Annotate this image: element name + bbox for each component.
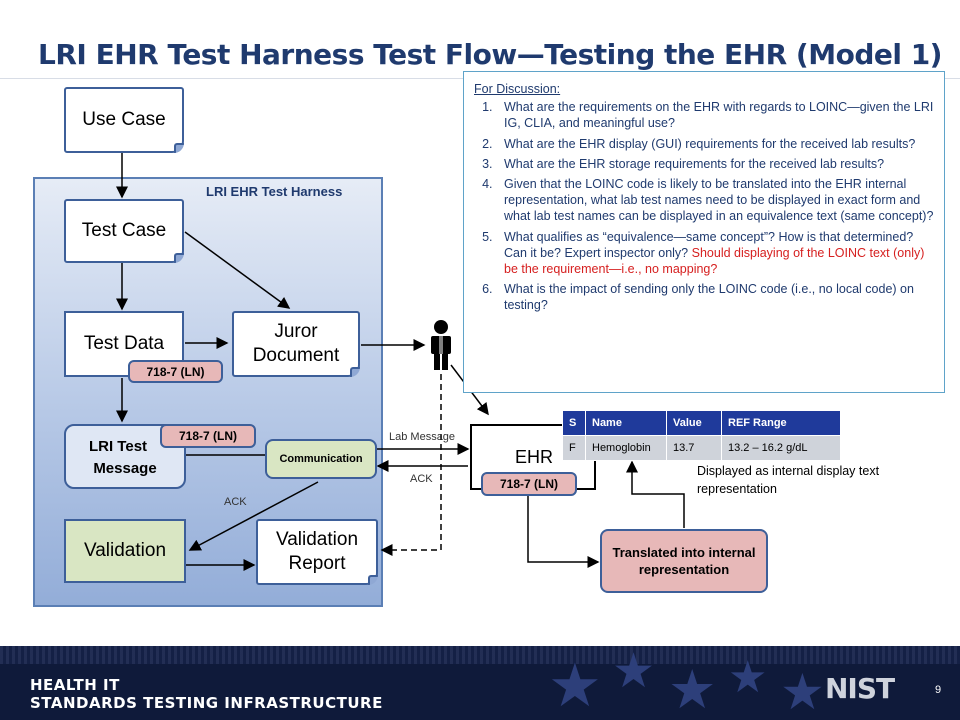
star-icon: ★ — [668, 660, 717, 720]
test-case-label: Test Case — [81, 220, 167, 241]
validation-report-line1: Validation — [275, 529, 359, 550]
page-fold-icon — [350, 367, 360, 377]
discussion-item: What is the impact of sending only the L… — [496, 281, 934, 313]
validation-box: Validation — [64, 519, 186, 583]
star-icon: ★ — [612, 646, 656, 698]
test-harness-label: LRI EHR Test Harness — [206, 184, 343, 199]
validation-report-line2: Report — [288, 553, 346, 574]
table-cell: 13.7 — [666, 435, 722, 461]
table-cell: Hemoglobin — [585, 435, 667, 461]
code-badge-lri-message: 718-7 (LN) — [160, 424, 256, 448]
code-badge-test-data: 718-7 (LN) — [128, 360, 223, 383]
table-header-row: S Name Value REF Range — [562, 410, 841, 436]
use-case-label: Use Case — [82, 109, 166, 130]
discussion-item: Given that the LOINC code is likely to b… — [496, 176, 934, 225]
star-icon: ★ — [728, 653, 768, 702]
code-badge-ehr: 718-7 (LN) — [481, 472, 577, 496]
page-title: LRI EHR Test Harness Test Flow—Testing t… — [38, 38, 942, 71]
lri-message-line2: Message — [93, 460, 157, 477]
arrow-translated-table — [626, 460, 685, 528]
star-icon: ★ — [780, 664, 825, 720]
juror-document-line1: Juror — [274, 321, 318, 342]
validation-report-document: Validation Report — [256, 519, 378, 585]
nist-logo: NIST — [825, 672, 895, 705]
table-header-cell: REF Range — [721, 410, 841, 436]
table-header-cell: Value — [666, 410, 722, 436]
footer-line2: STANDARDS TESTING INFRASTRUCTURE — [30, 694, 383, 712]
lri-message-line1: LRI Test — [88, 438, 148, 455]
ehr-label: EHR — [515, 447, 554, 467]
discussion-item: What are the EHR display (GUI) requireme… — [496, 136, 934, 152]
use-case-document: Use Case — [64, 87, 184, 153]
discussion-item: What are the EHR storage requirements fo… — [496, 156, 934, 172]
footer-line1: HEALTH IT — [30, 676, 120, 694]
translated-label: Translated into internal representation — [612, 545, 756, 577]
page-fold-icon — [174, 143, 184, 153]
table-row: F Hemoglobin 13.7 13.2 – 16.2 g/dL — [562, 435, 841, 461]
discussion-panel: For Discussion: What are the requirement… — [463, 71, 945, 393]
table-cell: 13.2 – 16.2 g/dL — [721, 435, 841, 461]
display-note: Displayed as internal display text repre… — [697, 464, 880, 496]
communication-node: Communication — [265, 439, 377, 479]
page-fold-icon — [368, 575, 378, 585]
discussion-item: What qualifies as “equivalence—same conc… — [496, 229, 934, 278]
validation-label: Validation — [83, 540, 167, 561]
translated-internal-representation: Translated into internal representation — [600, 529, 768, 593]
lab-results-table: S Name Value REF Range F Hemoglobin 13.7… — [562, 410, 841, 461]
table-header-cell: S — [562, 410, 586, 436]
discussion-list: What are the requirements on the EHR wit… — [474, 99, 934, 313]
test-data-label: Test Data — [83, 333, 165, 354]
discussion-heading: For Discussion: — [474, 82, 561, 96]
star-icon: ★ — [548, 652, 602, 719]
edge-label-ack-ehr: ACK — [410, 473, 433, 485]
edge-label-lab-message: Lab Message — [389, 431, 456, 443]
page-number: 9 — [935, 684, 942, 696]
arrow-ehr-translated — [527, 492, 600, 568]
table-cell: F — [562, 435, 586, 461]
test-case-document: Test Case — [64, 199, 184, 263]
edge-label-ack-validation: ACK — [224, 496, 247, 508]
table-header-cell: Name — [585, 410, 667, 436]
inspector-person-icon — [431, 320, 451, 370]
footer-banner: ★ ★ ★ ★ ★ — [0, 646, 960, 720]
discussion-item-text: What qualifies as “equivalence—same conc… — [504, 229, 914, 260]
page-fold-icon — [174, 253, 184, 263]
juror-document-line2: Document — [252, 345, 340, 366]
test-data-box: Test Data — [64, 311, 184, 377]
dashed-inspector-report — [380, 374, 442, 556]
footer-stripe — [0, 646, 960, 664]
discussion-item: What are the requirements on the EHR wit… — [496, 99, 934, 131]
juror-document: Juror Document — [232, 311, 360, 377]
discussion-item-highlight: Should displaying of the LOINC text (onl… — [504, 245, 925, 277]
